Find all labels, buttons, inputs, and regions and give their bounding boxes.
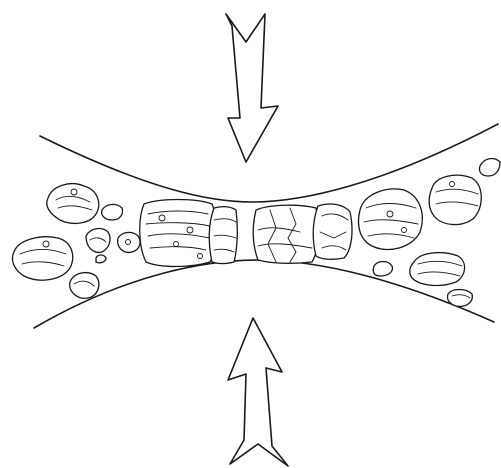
- grain: [410, 253, 465, 286]
- loose-grains-left: [12, 184, 140, 299]
- grain: [86, 229, 110, 253]
- grain: [102, 204, 123, 220]
- grain: [96, 255, 106, 263]
- compression-arrow-bottom: [228, 318, 288, 466]
- loose-grains-right: [359, 159, 501, 307]
- grain: [373, 262, 392, 277]
- grain: [359, 189, 423, 250]
- grain: [479, 159, 500, 176]
- grain: [70, 273, 99, 299]
- grain: [429, 175, 481, 224]
- compression-arrow-top: [226, 14, 278, 162]
- grain: [118, 232, 140, 252]
- fractured-grains-center: [253, 204, 352, 263]
- grain: [253, 205, 318, 263]
- grain: [12, 237, 72, 280]
- upper-roller-surface: [40, 124, 498, 202]
- compressed-grains-center: [140, 200, 238, 267]
- grain: [140, 200, 217, 267]
- grain: [447, 290, 472, 307]
